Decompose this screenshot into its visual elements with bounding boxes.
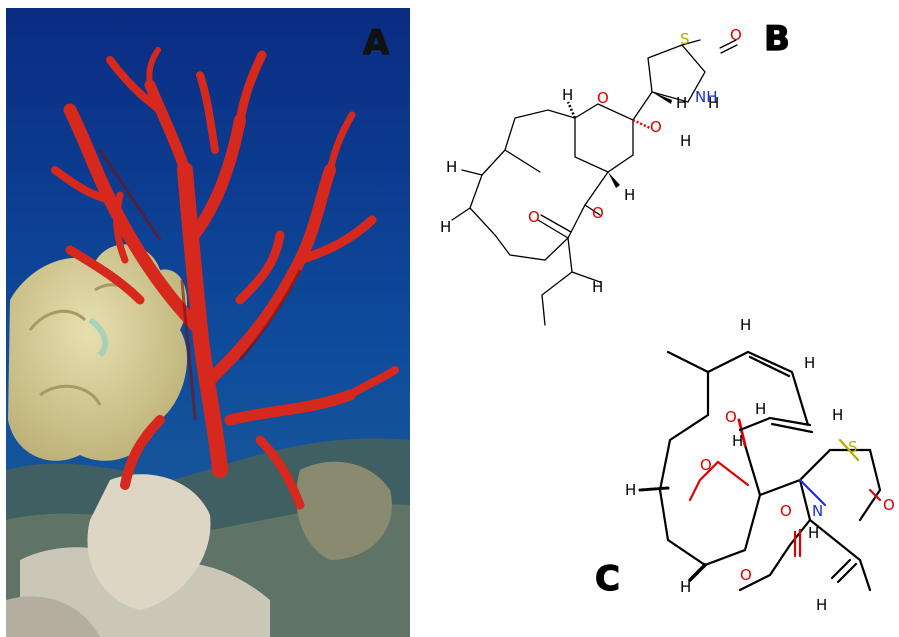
panel-a-label: A — [363, 23, 390, 63]
atom-h-c2: H — [624, 186, 635, 204]
panel-c-label: C — [595, 559, 620, 599]
atom-o-c-hydroxyl: O — [725, 408, 737, 426]
panel-a-photo: A — [6, 8, 410, 637]
atom-h-c-hydroxyl: H — [732, 432, 743, 450]
atom-s-c: S — [848, 438, 858, 456]
atom-h-c-n: H — [808, 524, 819, 542]
atom-o-c-ester: O — [740, 566, 752, 584]
atom-h-hydroxyl: H — [680, 132, 691, 150]
atom-h-alkene-2: H — [440, 218, 451, 236]
atom-n-c: N — [812, 502, 823, 520]
atom-h-n: H — [708, 94, 719, 112]
atom-o-carbonyl-b: O — [528, 208, 540, 226]
atom-o-hydroxyl: O — [650, 118, 662, 136]
atom-h-c1: H — [562, 86, 573, 104]
atom-h-c-right: H — [804, 354, 815, 372]
panel-b-label: B — [764, 19, 790, 59]
atom-o-ester: O — [592, 204, 604, 222]
atom-h-c-left: H — [625, 481, 636, 499]
atom-o-carbonyl: O — [730, 26, 742, 44]
panel-c-structure: C H H H H O H O S N H — [594, 316, 895, 614]
atom-o-c-edge: O — [883, 496, 895, 514]
atom-nh: NH — [695, 88, 718, 106]
atom-h-c-top: H — [740, 316, 751, 334]
atom-o-pyran: O — [597, 89, 609, 107]
atom-h-alkene-1: H — [446, 158, 457, 176]
atom-o-c-carbonyl: O — [780, 502, 792, 520]
atom-h-c-s: H — [832, 406, 843, 424]
atom-o-c-pyran: O — [700, 456, 712, 474]
atom-h-c-mid: H — [755, 400, 766, 418]
atom-h-c-bottom: H — [680, 578, 691, 596]
atom-h-ring: H — [676, 94, 687, 112]
panel-b-structure: B O S NH H H O O H H H O O H — [440, 18, 791, 326]
atom-s: S — [680, 30, 690, 48]
atom-h-c-alkene: H — [816, 596, 827, 614]
atom-h-alkene-b: H — [592, 278, 603, 296]
